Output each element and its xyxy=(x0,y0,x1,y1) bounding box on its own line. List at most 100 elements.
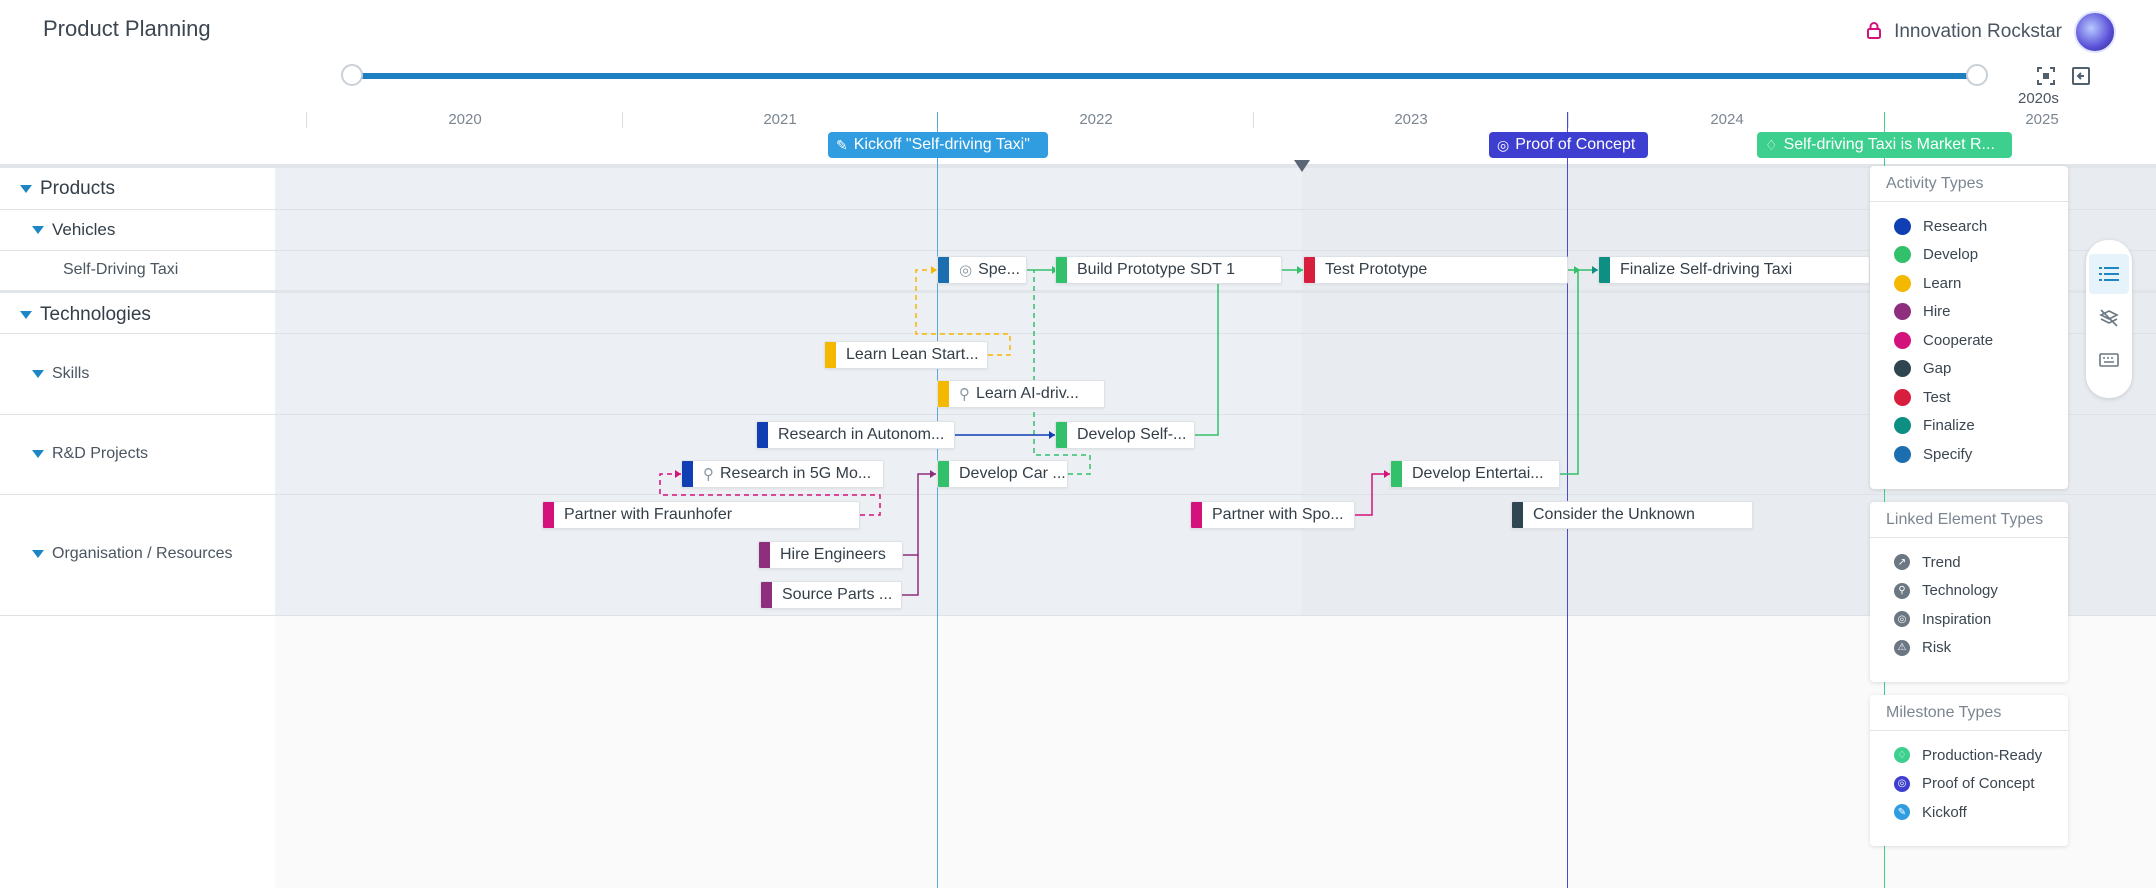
caret-down-icon[interactable] xyxy=(32,450,44,458)
milestone-line-kickoff xyxy=(937,112,938,888)
tree-node-self-driving-taxi[interactable]: Self-Driving Taxi xyxy=(63,261,178,279)
user-menu[interactable]: Innovation Rockstar xyxy=(1866,11,2116,53)
legend-item-research: Research xyxy=(1870,212,2068,241)
activity-develop-self[interactable]: Develop Self-... xyxy=(1055,421,1195,449)
activity-hire-engineers[interactable]: Hire Engineers xyxy=(758,541,903,569)
row-divider xyxy=(0,615,2156,616)
tree-node-technologies[interactable]: Technologies xyxy=(20,304,151,326)
year-label: 2024 xyxy=(1710,111,1744,128)
legend-milestone-types: Milestone Types ♢Production-Ready ◎Proof… xyxy=(1870,695,2068,846)
range-start-handle[interactable] xyxy=(341,64,363,86)
year-tick xyxy=(1568,112,1569,128)
activity-test-prototype[interactable]: Test Prototype xyxy=(1303,256,1568,284)
tree-label: Organisation / Resources xyxy=(52,545,233,562)
tree-label: Self-Driving Taxi xyxy=(63,261,179,278)
legend-list-icon[interactable] xyxy=(2089,254,2129,294)
avatar[interactable] xyxy=(2074,11,2116,53)
milestone-line-poc xyxy=(1567,112,1568,888)
caret-down-icon[interactable] xyxy=(32,226,44,234)
technology-icon: ⚲ xyxy=(703,466,714,483)
year-label: 2025 xyxy=(2025,111,2059,128)
legend-item-proof-of-concept: ◎Proof of Concept xyxy=(1870,770,2068,799)
row-divider xyxy=(0,414,2156,415)
legend-item-learn: Learn xyxy=(1870,269,2068,298)
legend-item-inspiration: ◎Inspiration xyxy=(1870,605,2068,634)
technology-icon: ⚲ xyxy=(1894,582,1910,599)
tree-label: Products xyxy=(40,178,115,199)
today-marker-icon xyxy=(1294,160,1310,172)
row-divider xyxy=(0,290,2156,293)
technology-icon: ⚲ xyxy=(959,386,970,403)
row-divider xyxy=(0,333,2156,334)
caret-down-icon[interactable] xyxy=(20,185,32,193)
tree-label: Skills xyxy=(52,365,90,382)
activity-learn-lean[interactable]: Learn Lean Start... xyxy=(824,341,988,369)
app-title: Product Planning xyxy=(43,16,211,41)
activity-partner-fraunhofer[interactable]: Partner with Fraunhofer xyxy=(542,501,860,529)
tree-node-vehicles[interactable]: Vehicles xyxy=(32,220,115,240)
tree-label: Vehicles xyxy=(52,220,116,239)
milestone-production-ready[interactable]: ♢ Self-driving Taxi is Market R... xyxy=(1757,132,2012,158)
activity-specify[interactable]: ◎ Spe... xyxy=(937,256,1027,284)
row-divider xyxy=(0,250,2156,251)
milestone-label: Self-driving Taxi is Market R... xyxy=(1783,136,1995,153)
legend-item-gap: Gap xyxy=(1870,355,2068,384)
activity-finalize[interactable]: Finalize Self-driving Taxi xyxy=(1598,256,1870,284)
legend-item-technology: ⚲Technology xyxy=(1870,577,2068,606)
legend-item-production-ready: ♢Production-Ready xyxy=(1870,741,2068,770)
legend-linked-element-types: Linked Element Types ↗Trend ⚲Technology … xyxy=(1870,502,2068,682)
layers-hidden-icon[interactable] xyxy=(2089,298,2129,338)
milestone-label: Proof of Concept xyxy=(1515,136,1636,153)
risk-icon: ⚠ xyxy=(1894,639,1910,656)
collapse-panel-icon[interactable] xyxy=(2068,63,2094,89)
year-tick xyxy=(1253,112,1254,128)
empty-region xyxy=(275,616,2156,888)
timeline-range-track[interactable] xyxy=(350,73,1980,79)
caret-down-icon[interactable] xyxy=(32,550,44,558)
tree-node-organisation[interactable]: Organisation / Resources xyxy=(32,545,233,563)
legend-title: Activity Types xyxy=(1870,166,2068,202)
tree-node-rnd-projects[interactable]: R&D Projects xyxy=(32,445,148,463)
proof-of-concept-icon: ◎ xyxy=(1894,775,1910,792)
production-ready-icon: ♢ xyxy=(1894,747,1910,764)
legend-title: Milestone Types xyxy=(1870,695,2068,731)
proof-of-concept-icon: ◎ xyxy=(1497,136,1510,153)
legend-item-kickoff: ✎Kickoff xyxy=(1870,798,2068,827)
tree-node-products[interactable]: Products xyxy=(20,178,115,200)
zoom-level-label: 2020s xyxy=(2018,90,2059,107)
inspiration-icon: ◎ xyxy=(959,262,973,279)
legend-item-test: Test xyxy=(1870,383,2068,412)
keyboard-icon[interactable] xyxy=(2089,340,2129,380)
range-end-handle[interactable] xyxy=(1966,64,1988,86)
tree-label: R&D Projects xyxy=(52,445,149,462)
legend-activity-types: Activity Types Research Develop Learn Hi… xyxy=(1870,166,2068,489)
row-divider xyxy=(0,209,2156,210)
year-label: 2020 xyxy=(448,111,482,128)
activity-partner-spo[interactable]: Partner with Spo... xyxy=(1190,501,1355,529)
legend-item-develop: Develop xyxy=(1870,241,2068,270)
activity-develop-car[interactable]: Develop Car ... xyxy=(937,460,1068,488)
caret-down-icon[interactable] xyxy=(20,311,32,319)
activity-build-prototype[interactable]: Build Prototype SDT 1 xyxy=(1055,256,1282,284)
activity-research-5g[interactable]: ⚲ Research in 5G Mo... xyxy=(681,460,884,488)
activity-source-parts[interactable]: Source Parts ... xyxy=(760,581,902,609)
legend-item-trend: ↗Trend xyxy=(1870,548,2068,577)
milestone-kickoff[interactable]: ✎ Kickoff "Self-driving Taxi" xyxy=(828,132,1048,158)
caret-down-icon[interactable] xyxy=(32,370,44,378)
legend-title: Linked Element Types xyxy=(1870,502,2068,538)
activity-develop-entertainment[interactable]: Develop Entertai... xyxy=(1390,460,1560,488)
trend-icon: ↗ xyxy=(1894,554,1910,571)
activity-consider-unknown[interactable]: Consider the Unknown xyxy=(1511,501,1753,529)
user-name: Innovation Rockstar xyxy=(1894,21,2062,42)
fit-to-screen-icon[interactable] xyxy=(2033,63,2059,89)
activity-learn-ai[interactable]: ⚲ Learn AI-driv... xyxy=(937,380,1105,408)
kickoff-icon: ✎ xyxy=(836,136,848,153)
milestone-proof-of-concept[interactable]: ◎ Proof of Concept xyxy=(1489,132,1648,158)
legend-item-hire: Hire xyxy=(1870,298,2068,327)
activity-research-autonomous[interactable]: Research in Autonom... xyxy=(756,421,955,449)
tree-node-skills[interactable]: Skills xyxy=(32,365,89,383)
grid-top-border xyxy=(0,164,2156,168)
milestone-label: Kickoff "Self-driving Taxi" xyxy=(853,136,1030,153)
tree-label: Technologies xyxy=(40,304,151,325)
